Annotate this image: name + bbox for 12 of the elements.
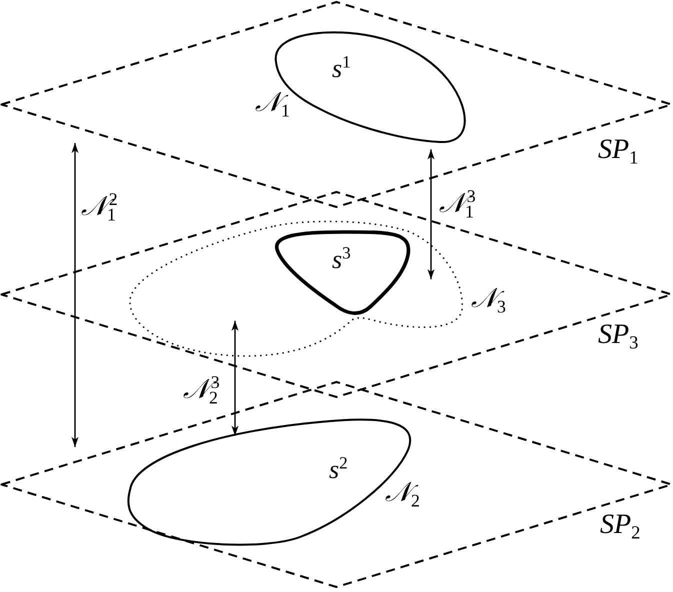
double-arrow bbox=[428, 149, 434, 280]
plane-label: SP$_{3}$ bbox=[598, 321, 638, 349]
double-arrow bbox=[72, 143, 78, 447]
region-label: 𝒩$_{1}$ bbox=[255, 89, 290, 116]
region-label: 𝒩$_{2}$ bbox=[385, 479, 420, 506]
set-label: s$^{1}$ bbox=[332, 56, 351, 82]
double-arrow bbox=[232, 320, 238, 436]
region-label: 𝒩$_{3}$ bbox=[471, 285, 506, 312]
plane-label: SP$_{1}$ bbox=[598, 136, 638, 164]
set-label: s$^{2}$ bbox=[329, 457, 348, 483]
plane-label: SP$_{2}$ bbox=[600, 511, 640, 539]
set-label: s$^{3}$ bbox=[332, 247, 351, 273]
